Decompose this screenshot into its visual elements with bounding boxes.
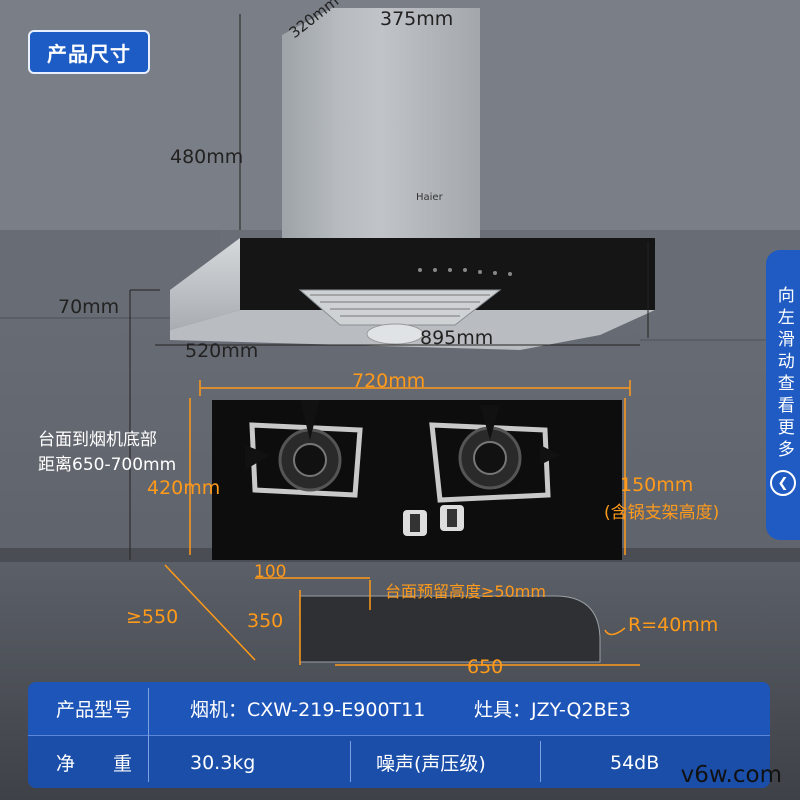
hob-depth-label: 420mm xyxy=(147,477,221,499)
table-row: 产品型号 烟机：CXW-219-E900T11 灶具：JZY-Q2BE3 xyxy=(28,682,770,735)
chimney-height-label: 480mm xyxy=(170,146,244,168)
noise-value: 54dB xyxy=(610,751,660,774)
chevron-left-icon[interactable]: ❮ xyxy=(770,470,796,496)
swipe-left-label: 向左滑动查看更多 xyxy=(773,286,794,462)
corner-radius-label: R=40mm xyxy=(628,614,719,636)
divider xyxy=(148,688,149,782)
counter-depth-label: ≥550 xyxy=(126,606,179,628)
weight-label: 净 重 xyxy=(56,753,133,775)
cutout-front-label: 100 xyxy=(254,562,287,582)
noise-label: 噪声(声压级) xyxy=(376,753,486,775)
panel-height-label: 70mm xyxy=(58,296,120,318)
hob-height-note: (含锅支架高度) xyxy=(604,503,720,523)
page-title: 产品尺寸 xyxy=(28,30,150,74)
reserve-height-label: 台面预留高度≥50mm xyxy=(385,582,546,601)
spec-table: 产品型号 烟机：CXW-219-E900T11 灶具：JZY-Q2BE3 净 重… xyxy=(28,682,770,788)
hob-model-value: 灶具：JZY-Q2BE3 xyxy=(474,699,631,721)
hood-model-value: 烟机：CXW-219-E900T11 xyxy=(190,699,426,721)
divider xyxy=(540,741,541,782)
model-label: 产品型号 xyxy=(56,699,133,721)
hob-height-label: 150mm xyxy=(620,474,694,496)
hood-top-width-label: 375mm xyxy=(380,8,454,30)
weight-value: 30.3kg xyxy=(190,751,256,774)
cutout-depth-label: 350 xyxy=(247,610,284,632)
swipe-left-tab[interactable]: 向左滑动查看更多 ❮ xyxy=(766,250,800,540)
counter-to-hood-note-line2: 距离650-700mm xyxy=(38,455,177,475)
watermark: v6w.com xyxy=(680,762,782,788)
hood-depth-bottom-label: 520mm xyxy=(185,340,259,362)
divider xyxy=(350,741,351,782)
brand-logo: Haier xyxy=(416,192,444,203)
counter-to-hood-note-line1: 台面到烟机底部 xyxy=(38,430,157,450)
hob-width-label: 720mm xyxy=(352,370,426,392)
hood-width-label: 895mm xyxy=(420,327,494,349)
cutout-width-label: 650 xyxy=(467,656,504,678)
table-row: 净 重 30.3kg 噪声(声压级) 54dB xyxy=(28,735,770,788)
